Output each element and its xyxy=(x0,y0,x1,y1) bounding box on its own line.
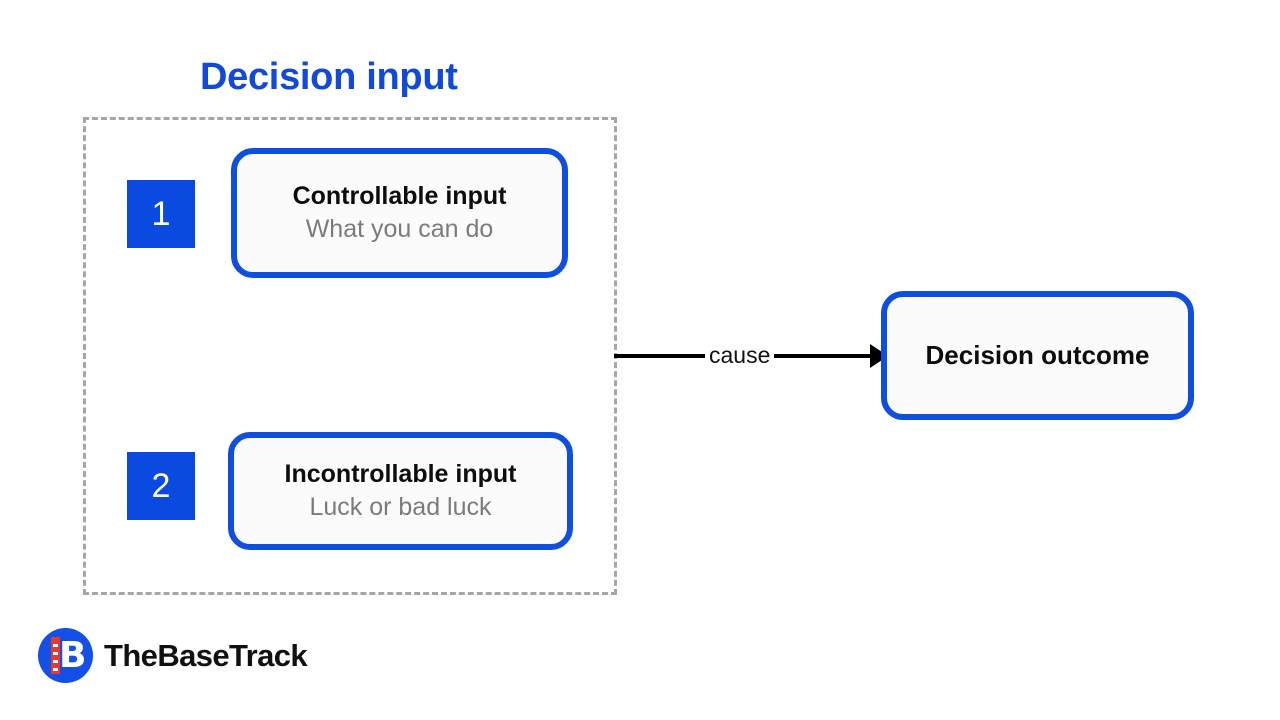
input-card-title-1: Controllable input xyxy=(292,182,507,211)
input-number-badge-2: 2 xyxy=(127,452,195,520)
page-title: Decision input xyxy=(200,56,458,98)
brand-logo: B TheBaseTrack xyxy=(38,628,308,683)
connector-label-cause: cause xyxy=(705,342,775,369)
film-strip-icon xyxy=(51,637,60,674)
thebasetrack-logo-icon: B xyxy=(38,628,93,683)
decision-outcome-label: Decision outcome xyxy=(925,340,1150,370)
input-card-title-2: Incontrollable input xyxy=(284,460,517,489)
brand-mark-letter: B xyxy=(59,635,87,676)
input-card-subtitle-1: What you can do xyxy=(305,214,494,243)
input-card-incontrollable[interactable]: Incontrollable input Luck or bad luck xyxy=(228,432,573,550)
brand-name: TheBaseTrack xyxy=(104,637,308,673)
input-card-controllable[interactable]: Controllable input What you can do xyxy=(231,148,568,278)
input-card-subtitle-2: Luck or bad luck xyxy=(309,492,492,521)
decision-outcome-box[interactable]: Decision outcome xyxy=(881,291,1194,420)
input-number-badge-1: 1 xyxy=(127,180,195,248)
